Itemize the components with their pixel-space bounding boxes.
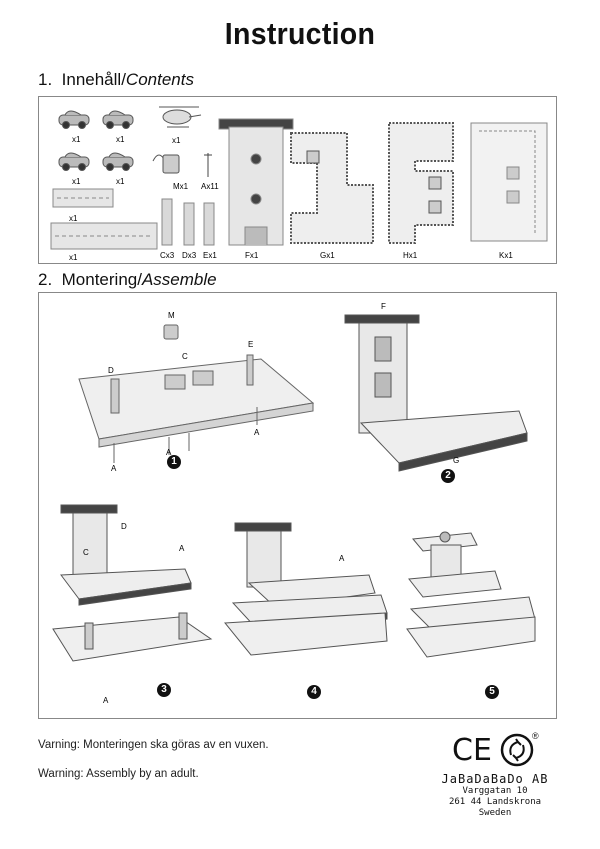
page-title: Instruction xyxy=(224,16,376,51)
assemble-label-en: Assemble xyxy=(141,270,217,289)
recycle-icon xyxy=(500,733,534,767)
step2-illustration xyxy=(344,314,528,472)
label-f: F xyxy=(381,302,386,311)
part-a-screw-icon xyxy=(204,153,212,177)
part-h-qty: Hx1 xyxy=(403,251,418,260)
contents-number: 1. xyxy=(38,70,53,89)
assemble-number: 2. xyxy=(38,270,53,289)
warning-swedish: Varning: Monteringen ska göras av en vux… xyxy=(38,739,269,751)
car2-qty: x1 xyxy=(116,135,125,144)
step-number-1: 1 xyxy=(167,455,181,469)
part-k-base-icon xyxy=(470,122,548,242)
part-h-platform-icon xyxy=(388,122,454,244)
assemble-heading: 2. Montering/Assemble xyxy=(38,270,217,290)
road-piece-icon xyxy=(50,188,158,250)
step-number-5: 5 xyxy=(485,685,499,699)
part-e-qty: Ex1 xyxy=(203,251,217,260)
label-c-step3: C xyxy=(83,548,89,557)
part-g-qty: Gx1 xyxy=(320,251,335,260)
label-d: D xyxy=(108,366,114,375)
label-e: E xyxy=(248,340,253,349)
step-number-2: 2 xyxy=(441,469,455,483)
company-name: JaBaDaBaDo AB xyxy=(441,772,549,786)
assemble-illustration: M D C E A A A F G D C A A xyxy=(52,302,536,705)
registered-mark: ® xyxy=(532,731,539,741)
step1-illustration xyxy=(78,324,315,463)
label-m: M xyxy=(168,311,175,320)
pillar-icons xyxy=(161,198,215,246)
label-a-step1: A xyxy=(111,464,117,473)
step4-illustration xyxy=(223,522,388,656)
step5-illustration xyxy=(406,531,536,658)
car-icon xyxy=(58,110,134,171)
step3-illustration xyxy=(52,504,213,662)
car1-qty: x1 xyxy=(72,135,81,144)
ce-mark-icon: CE xyxy=(452,733,492,768)
contents-illustration: x1 x1 x1 x1 x1 Mx1 Ax11 x1 x1 Cx3 Dx3 xyxy=(50,106,548,262)
warning-english: Warning: Assembly by an adult. xyxy=(38,768,199,780)
label-a-step3: A xyxy=(179,544,185,553)
company-address1: Varggatan 10 xyxy=(462,786,528,796)
label-a-step4: A xyxy=(339,554,345,563)
car3-qty: x1 xyxy=(72,177,81,186)
part-d-qty: Dx3 xyxy=(182,251,197,260)
part-g-platform-icon xyxy=(290,132,374,244)
helicopter-qty: x1 xyxy=(172,136,181,145)
company-block: JaBaDaBaDo AB Varggatan 10 261 44 Landsk… xyxy=(420,772,570,819)
company-country: Sweden xyxy=(478,808,512,818)
part-f-qty: Fx1 xyxy=(245,251,259,260)
part-m-icon xyxy=(152,154,180,174)
assemble-panel: M D C E A A A F G D C A A xyxy=(38,292,557,719)
helicopter-icon xyxy=(159,106,202,128)
contents-label-sv: Innehåll/ xyxy=(61,70,126,89)
contents-panel: x1 x1 x1 x1 x1 Mx1 Ax11 x1 x1 Cx3 Dx3 xyxy=(38,96,557,264)
part-k-qty: Kx1 xyxy=(499,251,513,260)
part-a-qty: Ax11 xyxy=(201,182,219,191)
part-f-tower-icon xyxy=(218,118,294,246)
label-c: C xyxy=(182,352,188,361)
label-a-step3b: A xyxy=(103,696,109,705)
label-a-step1c: A xyxy=(254,428,260,437)
label-d-step3: D xyxy=(121,522,127,531)
label-g: G xyxy=(453,456,459,465)
car4-qty: x1 xyxy=(116,177,125,186)
assemble-label-sv: Montering/ xyxy=(61,270,142,289)
label-a-step1b: A xyxy=(166,448,172,457)
step-number-4: 4 xyxy=(307,685,321,699)
part-m-qty: Mx1 xyxy=(173,182,189,191)
contents-heading: 1. Innehåll/Contents xyxy=(38,70,194,90)
step-number-3: 3 xyxy=(157,683,171,697)
road1-qty: x1 xyxy=(69,214,78,223)
road2-qty: x1 xyxy=(69,253,78,262)
part-c-qty: Cx3 xyxy=(160,251,175,260)
contents-label-en: Contents xyxy=(125,70,194,89)
company-address2: 261 44 Landskrona xyxy=(448,797,542,807)
